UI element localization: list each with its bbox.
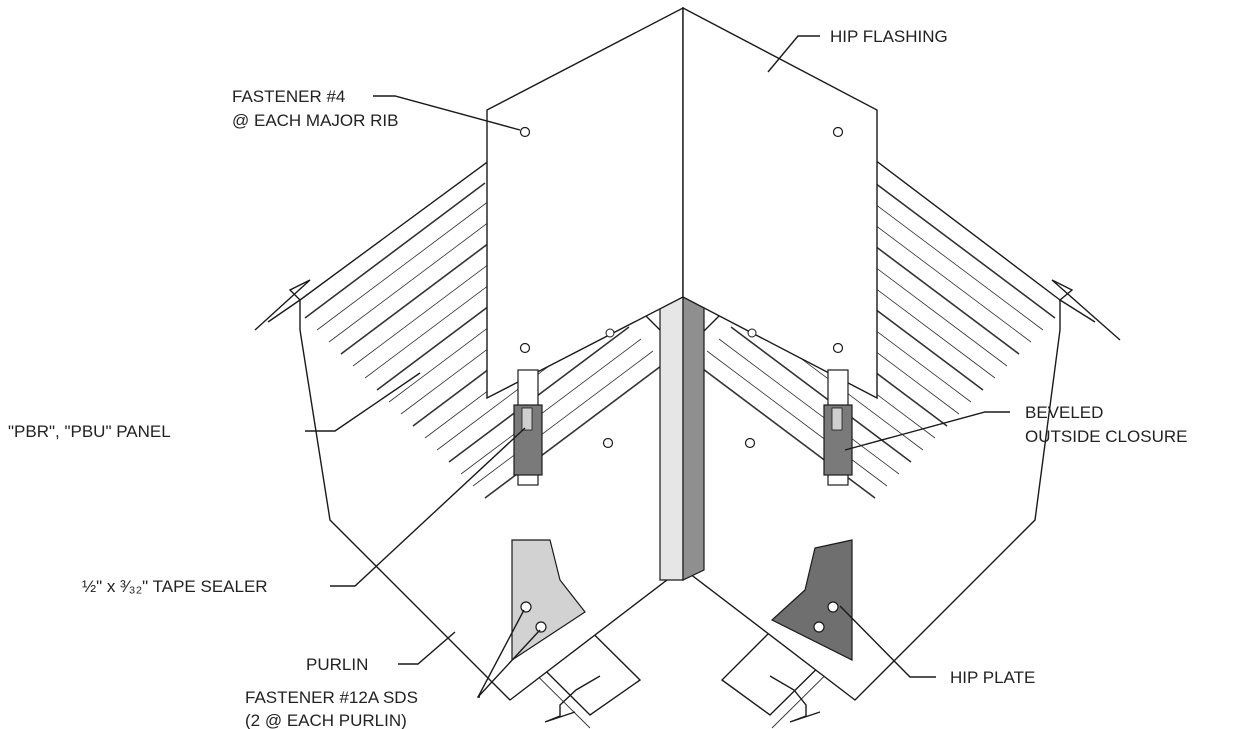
panel-rib-line xyxy=(706,350,888,487)
panel-rib-line xyxy=(730,326,912,463)
fastener-4-dot xyxy=(519,342,531,354)
label-fastener-12a: FASTENER #12A SDS xyxy=(245,688,418,707)
label-fastener-12a-sub: (2 @ EACH PURLIN) xyxy=(245,711,407,729)
left-purlin-profile xyxy=(544,675,601,723)
panel-rib-line xyxy=(874,182,1056,319)
label-hip-plate: HIP PLATE xyxy=(950,668,1035,687)
label-purlin: PURLIN xyxy=(306,655,368,674)
right-purlin-profile xyxy=(769,675,821,723)
label-hip-flashing: HIP FLASHING xyxy=(830,27,948,46)
fastener-4-dot xyxy=(519,126,531,138)
panel-rib-line xyxy=(718,338,900,475)
right-beveled-closure xyxy=(823,369,853,486)
label-fastener-4: FASTENER #4 xyxy=(232,87,345,106)
label-outside-closure: OUTSIDE CLOSURE xyxy=(1025,427,1187,446)
panel-fastener xyxy=(747,328,757,338)
panel-rib-line xyxy=(304,182,486,319)
fastener-12a-screw xyxy=(535,621,547,633)
panel-fastener xyxy=(602,437,614,449)
label-fastener-4-sub: @ EACH MAJOR RIB xyxy=(232,111,399,130)
fastener-12a-screw xyxy=(827,601,839,613)
fastener-12a-screw xyxy=(520,601,532,613)
fastener-4-dot xyxy=(832,342,844,354)
label-tape-sealer: ½" x ³⁄₃₂" TAPE SEALER xyxy=(82,577,268,596)
panel-rib-line xyxy=(448,326,630,463)
left-beveled-closure xyxy=(513,369,543,486)
right-hip-plate xyxy=(770,539,853,661)
label-panel: "PBR", "PBU" PANEL xyxy=(8,422,171,441)
hip-flashing xyxy=(486,6,878,400)
panel-rib-line xyxy=(862,194,1044,331)
panel-fastener xyxy=(744,437,756,449)
panel-rib-line xyxy=(328,206,510,343)
panel-rib-line xyxy=(850,206,1032,343)
panel-fastener xyxy=(605,328,615,338)
hip-ridge-strip xyxy=(659,291,705,581)
label-beveled: BEVELED xyxy=(1025,403,1103,422)
left-hip-plate xyxy=(511,539,586,662)
fastener-4-dot xyxy=(832,126,844,138)
panel-rib-line xyxy=(472,350,654,487)
fastener-12a-screw xyxy=(813,621,825,633)
leader-lines xyxy=(305,35,1010,698)
panel-rib-line xyxy=(460,338,642,475)
panel-rib-line xyxy=(316,194,498,331)
